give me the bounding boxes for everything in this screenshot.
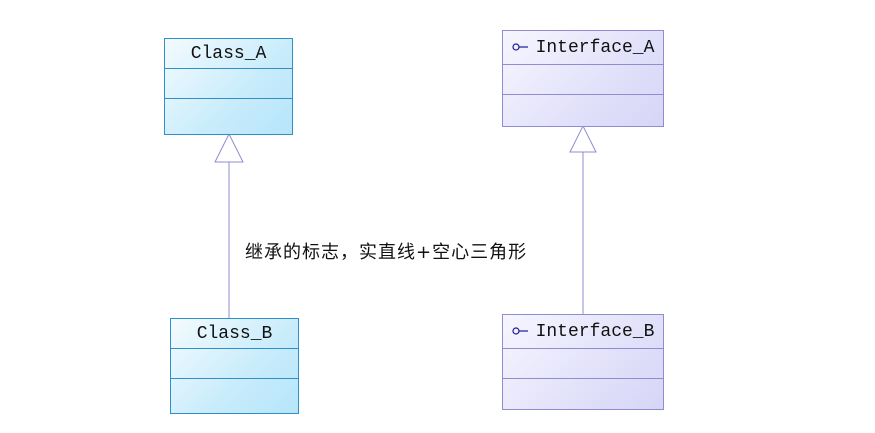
interface-a-operations — [503, 94, 663, 95]
class-b-name: Class_B — [196, 324, 273, 344]
class-a-attributes — [165, 68, 292, 69]
class-b-operations — [171, 378, 298, 379]
interface-a-attributes — [503, 64, 663, 65]
interface-lollipop-icon — [511, 327, 528, 335]
class-a-name: Class_A — [190, 44, 267, 64]
class-a-operations — [165, 98, 292, 99]
class-b-attributes — [171, 348, 298, 349]
interface-b-operations — [503, 378, 663, 379]
class-b-box[interactable]: Class_B — [170, 318, 299, 414]
interface-a-name: Interface_A — [535, 38, 655, 58]
interface-lollipop-icon — [511, 43, 528, 51]
interface-b-header: Interface_B — [503, 315, 663, 349]
inheritance-annotation: 继承的标志，实直线+空心三角形 — [245, 242, 528, 263]
interface-b-box[interactable]: Interface_B — [502, 314, 664, 410]
interface-a-header: Interface_A — [503, 31, 663, 65]
interface-hollow-triangle-arrow — [569, 124, 597, 153]
class-a-box[interactable]: Class_A — [164, 38, 293, 135]
interface-b-attributes — [503, 348, 663, 349]
interface-b-name: Interface_B — [535, 322, 655, 342]
class-hollow-triangle-arrow — [214, 132, 244, 163]
interface-a-box[interactable]: Interface_A — [502, 30, 664, 127]
